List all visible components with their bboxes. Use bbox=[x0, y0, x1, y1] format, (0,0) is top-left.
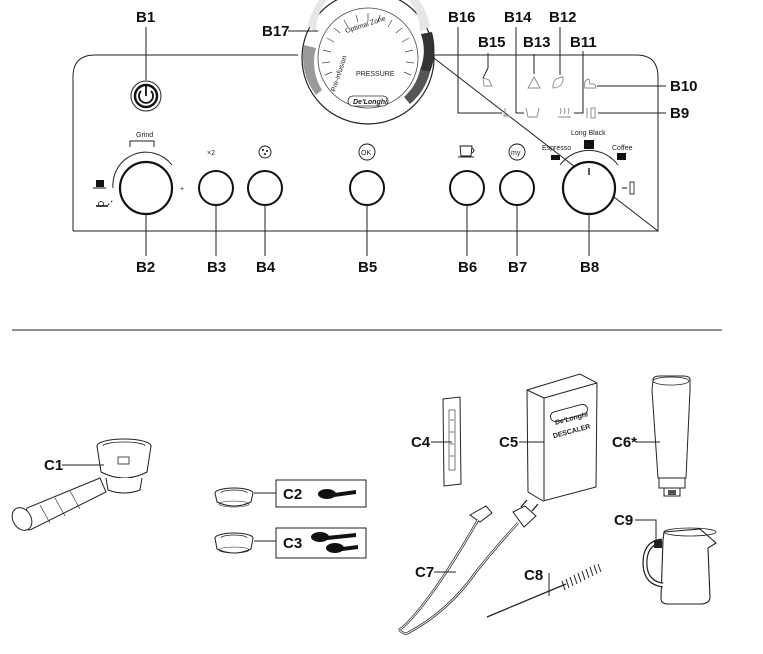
gauge-brand-text: De'Longhi bbox=[353, 99, 388, 106]
espresso-label: Espresso bbox=[542, 145, 571, 152]
heating-icon bbox=[558, 107, 571, 118]
label-c2: C2 bbox=[283, 486, 302, 503]
label-b15: B15 bbox=[478, 34, 506, 51]
gauge-pressure-text: PRESSURE bbox=[356, 71, 395, 78]
hot-water-icon bbox=[258, 145, 272, 159]
c3-box bbox=[275, 527, 367, 559]
grind-arc-dash bbox=[107, 199, 114, 206]
leader-b15 bbox=[482, 53, 489, 79]
my-icon bbox=[508, 143, 526, 161]
label-c9: C9 bbox=[614, 512, 633, 529]
label-b8: B8 bbox=[580, 259, 599, 276]
label-b4: B4 bbox=[256, 259, 276, 276]
my-label: my bbox=[511, 150, 521, 157]
indicator-icons bbox=[482, 76, 597, 119]
ok-button-b5[interactable] bbox=[349, 170, 385, 206]
warning-icon bbox=[527, 76, 541, 89]
label-c1: C1 bbox=[44, 457, 63, 474]
leader-c9 bbox=[635, 519, 657, 540]
double-shot-button-b3[interactable] bbox=[198, 170, 234, 206]
grind-cup-icon bbox=[93, 180, 106, 189]
leader-b14 bbox=[515, 27, 524, 114]
label-c6: C6* bbox=[612, 434, 637, 451]
label-b5: B5 bbox=[358, 259, 377, 276]
steam-hand-icon bbox=[584, 78, 597, 89]
grind-knob-b2[interactable] bbox=[118, 160, 174, 216]
label-b12: B12 bbox=[549, 9, 577, 26]
control-panel-outline bbox=[72, 54, 659, 233]
label-b16: B16 bbox=[448, 9, 476, 26]
x2-label: ×2 bbox=[207, 150, 215, 157]
long-black-icon bbox=[584, 140, 594, 149]
coffee-label: Coffee bbox=[612, 145, 633, 152]
label-b6: B6 bbox=[458, 259, 477, 276]
label-c7: C7 bbox=[415, 564, 434, 581]
volume-indicator-icon bbox=[586, 107, 596, 119]
bean-container-icon bbox=[482, 77, 493, 87]
milk-jug-c9 bbox=[642, 527, 717, 605]
double-filter-c3 bbox=[214, 532, 254, 554]
eco-leaf-icon bbox=[552, 76, 564, 89]
cleaning-brush-c8 bbox=[486, 563, 602, 618]
pressure-gauge: Optimal Zone Pre-infusion PRESSURE De'Lo… bbox=[301, 0, 435, 125]
power-button-b1[interactable] bbox=[130, 80, 162, 112]
double-dose-scoop-icon bbox=[311, 532, 358, 553]
drip-tray-icon bbox=[503, 108, 510, 117]
label-b11: B11 bbox=[570, 34, 597, 51]
power-cord-c7 bbox=[398, 499, 539, 636]
label-c8: C8 bbox=[524, 567, 543, 584]
power-icon bbox=[138, 86, 154, 104]
milk-cup-icon bbox=[458, 145, 475, 158]
label-c4: C4 bbox=[411, 434, 431, 451]
water-filter-c6 bbox=[651, 375, 691, 497]
single-dose-scoop-icon bbox=[318, 489, 356, 499]
my-button-b7[interactable] bbox=[499, 170, 535, 206]
milk-button-b6[interactable] bbox=[449, 170, 485, 206]
label-b9: B9 bbox=[670, 105, 689, 122]
label-b14: B14 bbox=[504, 9, 532, 26]
grind-portafilter-icon bbox=[96, 201, 108, 207]
grind-plus-sign: + bbox=[180, 186, 184, 193]
water-tank-icon bbox=[525, 107, 540, 118]
ok-icon bbox=[358, 143, 376, 161]
grind-bracket bbox=[129, 140, 155, 147]
label-b1: B1 bbox=[136, 9, 155, 26]
long-black-label: Long Black bbox=[571, 130, 606, 137]
label-b10: B10 bbox=[670, 78, 698, 95]
grind-label: Grind bbox=[136, 132, 153, 139]
selector-arc bbox=[559, 149, 619, 166]
coffee-icon bbox=[617, 153, 626, 160]
label-b13: B13 bbox=[523, 34, 551, 51]
custom-volume-icon bbox=[622, 181, 635, 195]
single-filter-c2 bbox=[214, 487, 254, 508]
label-b7: B7 bbox=[508, 259, 527, 276]
label-c3: C3 bbox=[283, 535, 302, 552]
label-c5: C5 bbox=[499, 434, 518, 451]
descaler-bottle-c5: De'Longhi DESCALER bbox=[526, 373, 598, 502]
leader-b16 bbox=[457, 27, 502, 114]
espresso-icon bbox=[551, 155, 560, 160]
gauge-brand-badge bbox=[347, 95, 389, 107]
label-b3: B3 bbox=[207, 259, 226, 276]
portafilter-c1 bbox=[11, 438, 152, 531]
ok-label: OK bbox=[361, 150, 371, 157]
label-b17: B17 bbox=[262, 23, 290, 40]
leader-b11 bbox=[574, 51, 584, 114]
grind-arc bbox=[112, 151, 173, 189]
label-b2: B2 bbox=[136, 259, 155, 276]
hot-water-button-b4[interactable] bbox=[247, 170, 283, 206]
